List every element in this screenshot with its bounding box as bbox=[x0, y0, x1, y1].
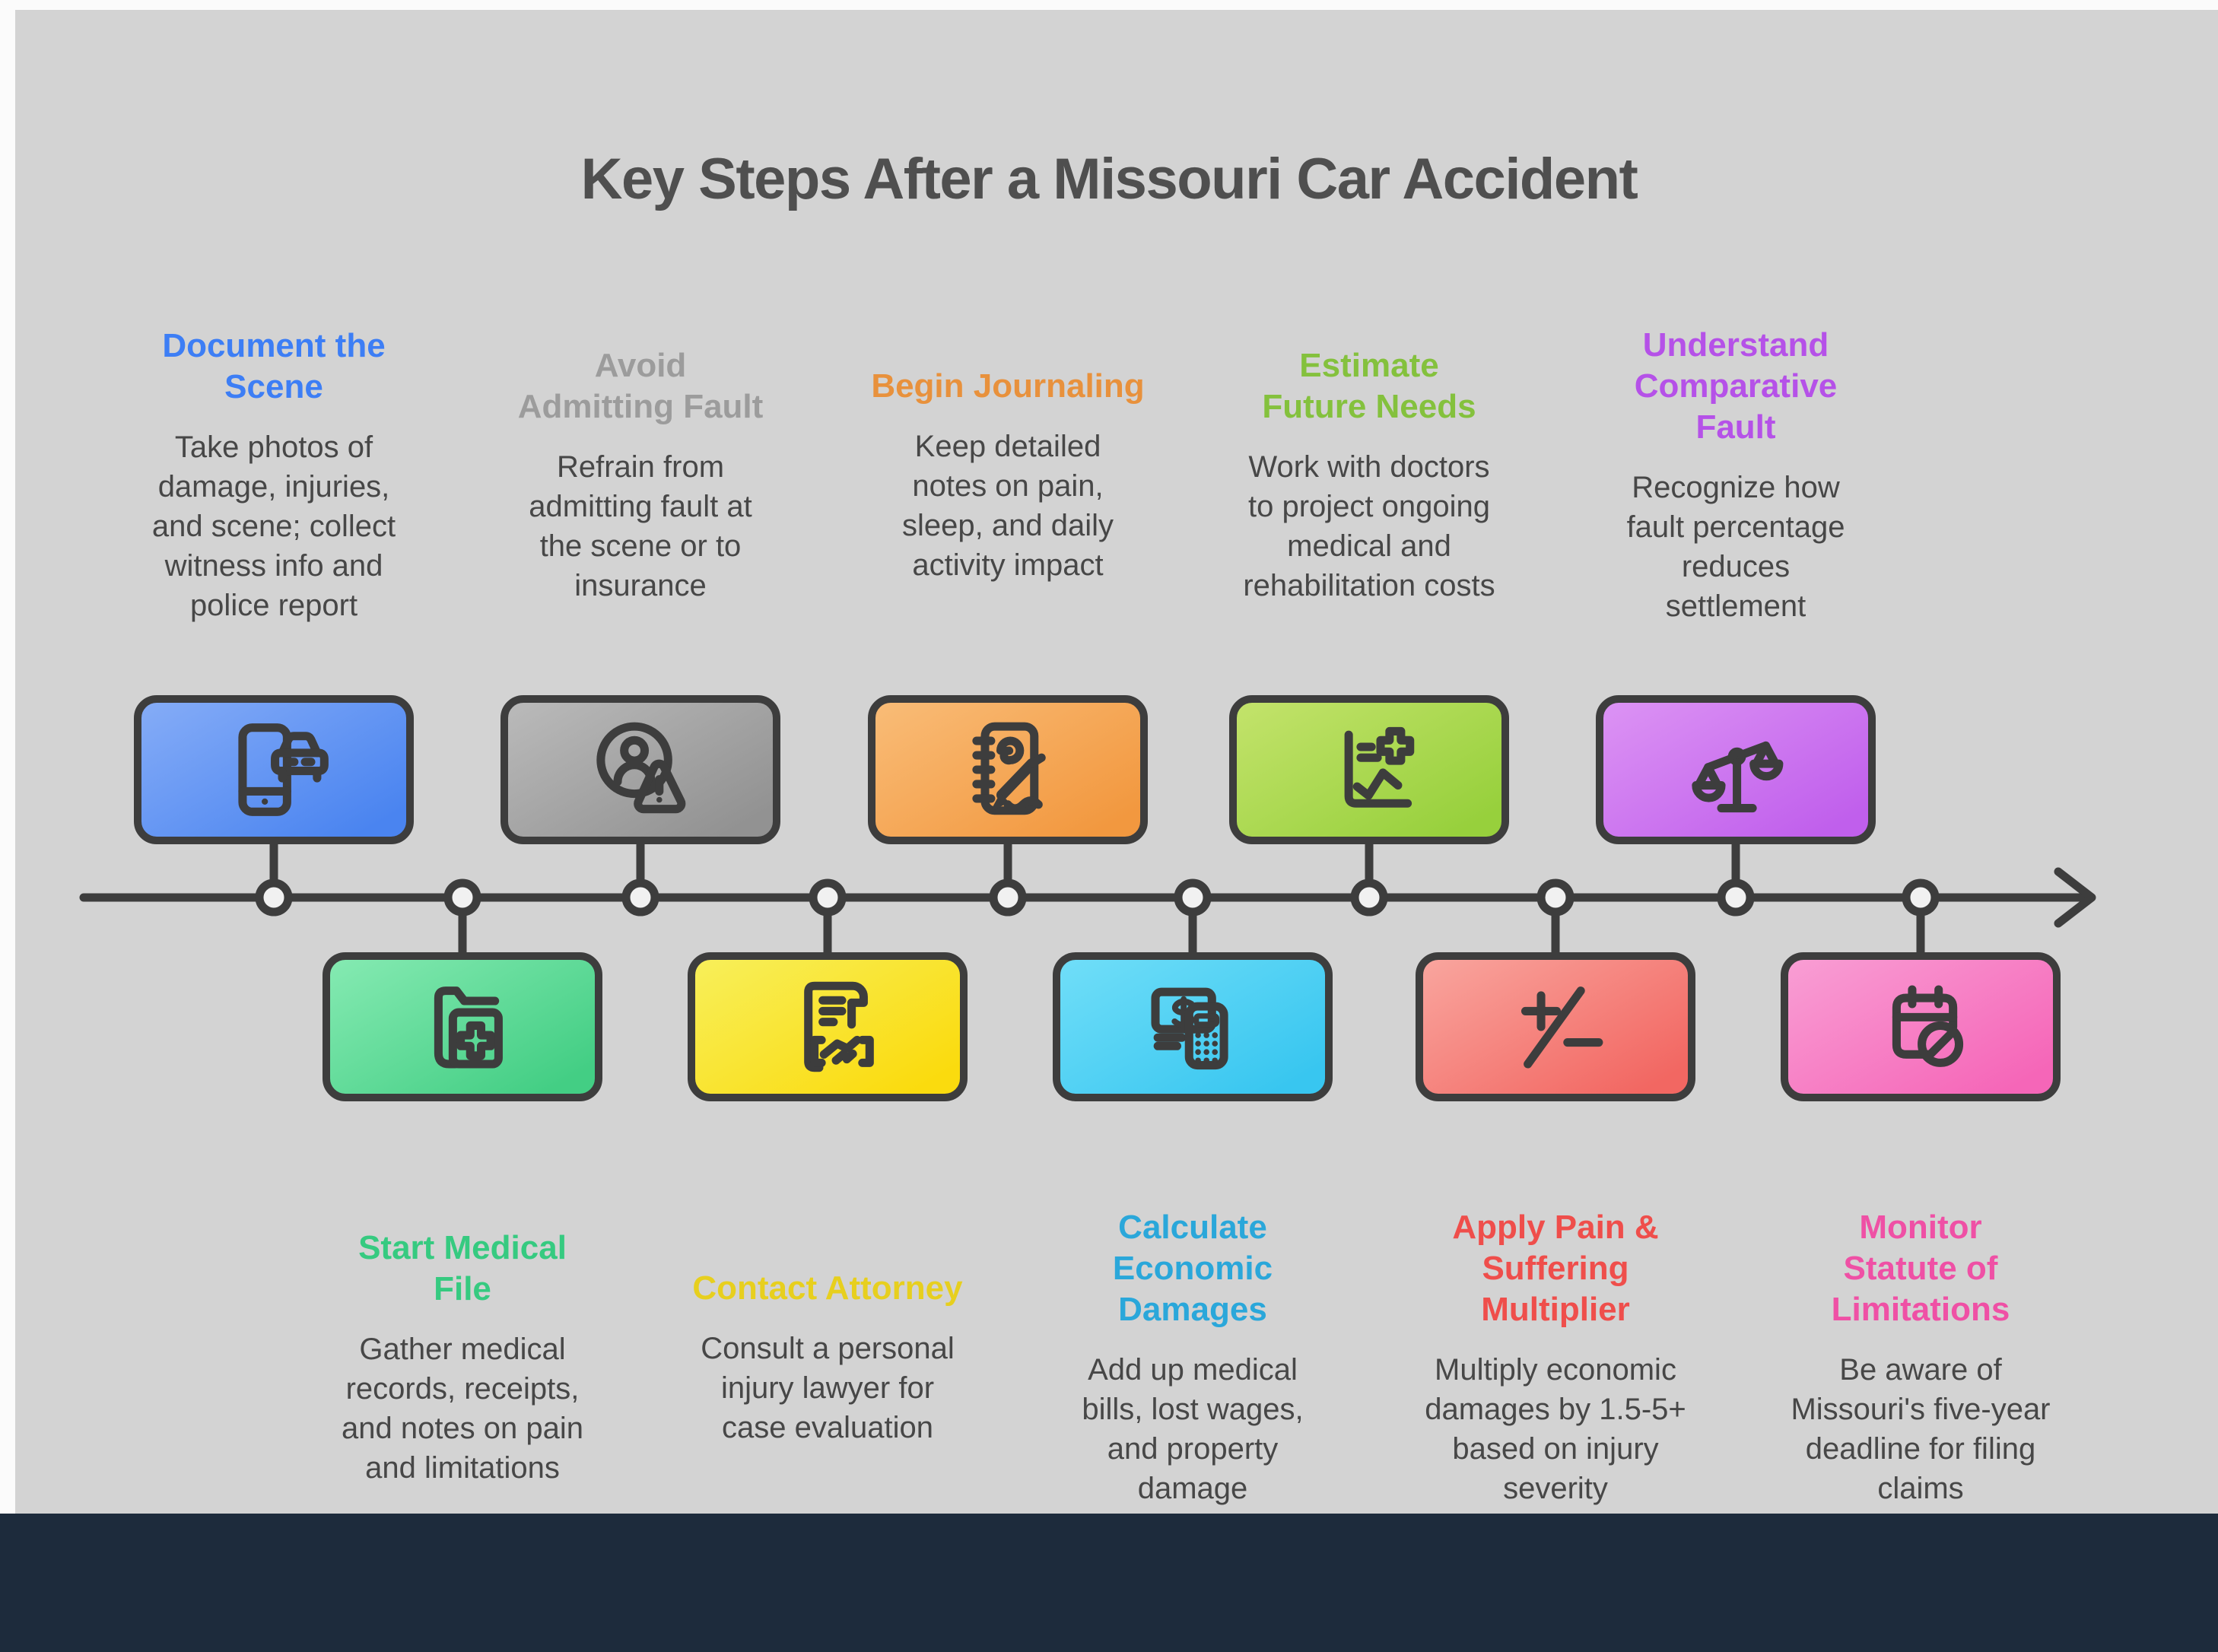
step-label: Monitor Statute of Limitations Be aware … bbox=[1746, 1179, 2096, 1536]
step-description: Work with doctors to project ongoing med… bbox=[1243, 450, 1495, 602]
page-edge-left bbox=[0, 0, 15, 1514]
timeline-node bbox=[809, 878, 847, 917]
step-title: Understand Comparative Fault bbox=[1634, 326, 1838, 446]
step-label: Estimate Future Needs Work with doctors … bbox=[1194, 289, 1544, 662]
step-label: Avoid Admitting Fault Refrain from admit… bbox=[466, 289, 815, 662]
step-description: Add up medical bills, lost wages, and pr… bbox=[1082, 1352, 1304, 1505]
step-icon-box bbox=[1781, 952, 2061, 1101]
step-label: Begin Journaling Keep detailed notes on … bbox=[833, 289, 1183, 662]
step-icon-box bbox=[323, 952, 602, 1101]
timeline-arrowhead bbox=[2054, 867, 2096, 928]
page-edge-top bbox=[0, 0, 2218, 10]
timeline-node bbox=[1350, 878, 1388, 917]
step-icon-box bbox=[1596, 695, 1876, 844]
step-description: Gather medical records, receipts, and no… bbox=[341, 1332, 584, 1485]
calendar-blocked-icon bbox=[1861, 967, 1981, 1087]
step-description: Keep detailed notes on pain, sleep, and … bbox=[902, 429, 1114, 582]
step-label: Apply Pain & Suffering Multiplier Multip… bbox=[1381, 1179, 1730, 1536]
timeline-node bbox=[1536, 878, 1575, 917]
step-label: Calculate Economic Damages Add up medica… bbox=[1018, 1179, 1368, 1536]
step-label: Contact Attorney Consult a personal inju… bbox=[653, 1179, 1003, 1536]
step-icon-box bbox=[688, 952, 968, 1101]
step-title: Calculate Economic Damages bbox=[1112, 1209, 1273, 1328]
timeline-node bbox=[989, 878, 1027, 917]
step-description: Refrain from admitting fault at the scen… bbox=[529, 450, 752, 602]
step-description: Be aware of Missouri's five-year deadlin… bbox=[1791, 1352, 2051, 1505]
step-icon-box bbox=[1053, 952, 1333, 1101]
step-title: Monitor Statute of Limitations bbox=[1831, 1209, 2010, 1328]
timeline-node bbox=[1174, 878, 1212, 917]
step-title: Apply Pain & Suffering Multiplier bbox=[1452, 1209, 1659, 1328]
step-title: Begin Journaling bbox=[871, 367, 1145, 405]
step-label: Start Medical File Gather medical record… bbox=[288, 1179, 637, 1536]
step-icon-box bbox=[1229, 695, 1509, 844]
step-description: Consult a personal injury lawyer for cas… bbox=[701, 1331, 955, 1444]
step-title: Estimate Future Needs bbox=[1262, 347, 1476, 425]
step-icon-box bbox=[1416, 952, 1695, 1101]
timeline-node bbox=[255, 878, 293, 917]
timeline-node bbox=[621, 878, 659, 917]
footer-bar bbox=[0, 1514, 2218, 1652]
step-description: Multiply economic damages by 1.5-5+ base… bbox=[1425, 1352, 1686, 1505]
page-title: Key Steps After a Missouri Car Accident bbox=[580, 147, 1638, 211]
timeline-node bbox=[1902, 878, 1940, 917]
timeline-node bbox=[1717, 878, 1755, 917]
step-title: Avoid Admitting Fault bbox=[517, 347, 764, 425]
step-title: Start Medical File bbox=[358, 1229, 567, 1307]
step-label: Understand Comparative Fault Recognize h… bbox=[1561, 289, 1911, 662]
step-icon-box bbox=[134, 695, 414, 844]
step-icon-box bbox=[868, 695, 1148, 844]
step-title: Contact Attorney bbox=[692, 1269, 963, 1307]
step-icon-box bbox=[500, 695, 780, 844]
step-description: Recognize how fault percentage reduces s… bbox=[1626, 470, 1845, 623]
timeline-node bbox=[443, 878, 481, 917]
step-title: Document the Scene bbox=[162, 327, 386, 405]
step-label: Document the Scene Take photos of damage… bbox=[99, 289, 449, 662]
step-description: Take photos of damage, injuries, and sce… bbox=[151, 430, 396, 622]
